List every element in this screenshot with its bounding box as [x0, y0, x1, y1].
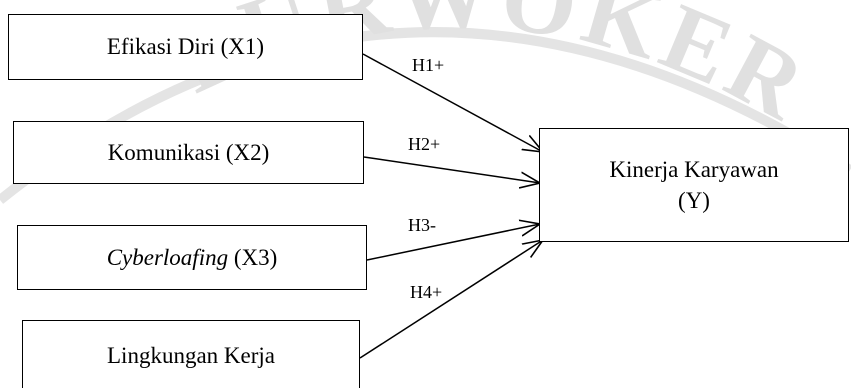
variable-label-x3-rest: (X3)	[228, 244, 278, 270]
hypothesis-label-h4: H4+	[410, 282, 443, 302]
dependent-label-line1: Kinerja Karyawan	[609, 156, 779, 182]
variable-label-x2: Komunikasi (X2)	[107, 139, 270, 165]
variable-label-x4: Lingkungan Kerja	[107, 342, 275, 368]
variable-label-x3-italic: Cyberloafing	[106, 244, 229, 270]
variable-box-x3: Cyberloafing (X3)	[17, 225, 367, 290]
variable-label-x3: Cyberloafing (X3)	[107, 242, 278, 273]
arrow-h1	[362, 53, 543, 152]
hypothesis-label-h1: H1+	[412, 55, 445, 75]
variable-box-x2: Komunikasi (X2)	[13, 121, 364, 184]
hypothesis-label-h2: H2+	[408, 134, 441, 154]
arrow-h2	[363, 156, 540, 183]
hypothesis-label-h3: H3-	[408, 215, 436, 235]
variable-label-x1: Efikasi Diri (X1)	[106, 34, 265, 60]
arrow-h4	[359, 240, 543, 359]
arrow-h3	[366, 224, 540, 261]
dependent-variable-box: Kinerja Karyawan (Y)	[539, 128, 849, 242]
variable-box-x1: Efikasi Diri (X1)	[8, 14, 363, 80]
variable-box-x4: Lingkungan Kerja	[22, 320, 360, 388]
dependent-label-line2: (Y)	[678, 188, 710, 213]
